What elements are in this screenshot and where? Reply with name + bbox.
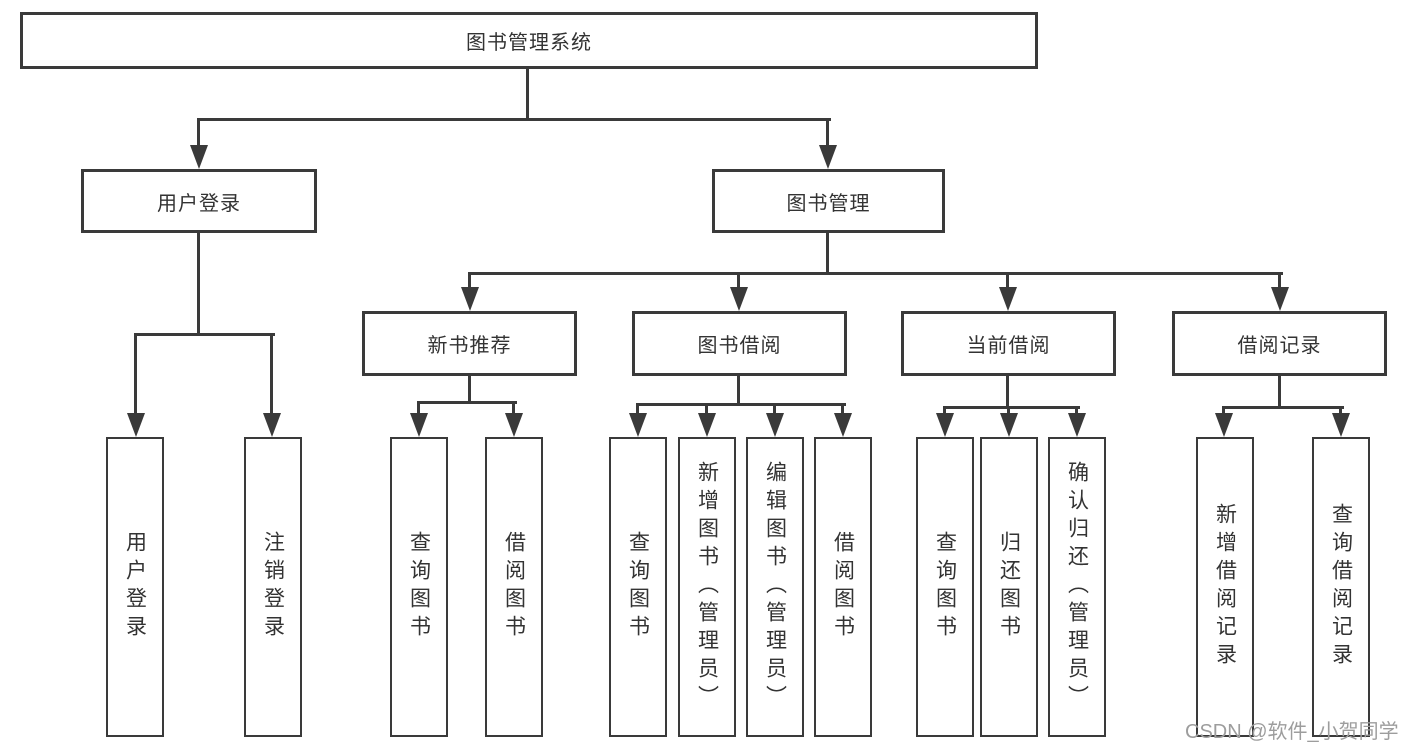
node-new-book-recommend: 新书推荐	[362, 311, 577, 376]
arrow-head	[263, 413, 281, 437]
node-library-system: 图书管理系统	[20, 12, 1038, 69]
node-borrow-records: 借阅记录	[1172, 311, 1387, 376]
leaf-borrow-book-2-label: 借阅图书	[831, 531, 855, 643]
connector-line	[197, 118, 831, 121]
connector-line	[1222, 406, 1225, 415]
leaf-return-book: 归还图书	[980, 437, 1038, 737]
leaf-query-book-3-label: 查询图书	[933, 531, 957, 643]
leaf-add-borrow-record: 新增借阅记录	[1196, 437, 1254, 737]
node-book-borrowing: 图书借阅	[632, 311, 847, 376]
arrow-head	[936, 413, 954, 437]
connector-line	[417, 401, 420, 415]
connector-line	[197, 118, 200, 147]
connector-line	[134, 333, 137, 415]
connector-line	[1075, 406, 1078, 415]
node-current-borrowing-label: 当前借阅	[966, 335, 1051, 357]
arrow-head	[1000, 413, 1018, 437]
node-current-borrowing: 当前借阅	[901, 311, 1116, 376]
leaf-logout: 注销登录	[244, 437, 302, 737]
arrow-head	[730, 287, 748, 311]
arrow-head	[461, 287, 479, 311]
connector-line	[417, 401, 517, 404]
connector-line	[197, 233, 200, 336]
connector-line	[270, 333, 273, 415]
connector-line	[636, 403, 639, 415]
leaf-query-book-3: 查询图书	[916, 437, 974, 737]
node-library-system-label: 图书管理系统	[466, 32, 592, 54]
node-user-login: 用户登录	[81, 169, 317, 233]
connector-line	[526, 69, 529, 120]
watermark: CSDN @软件_小贺同学	[1185, 721, 1399, 743]
node-book-borrowing-label: 图书借阅	[697, 335, 782, 357]
leaf-add-book-admin: 新增图书（管理员）	[678, 437, 736, 737]
leaf-add-book-admin-label: 新增图书（管理员）	[695, 461, 719, 713]
connector-line	[1278, 376, 1281, 409]
connector-line	[134, 333, 275, 336]
connector-line	[1278, 272, 1281, 291]
arrow-head	[629, 413, 647, 437]
node-new-book-recommend-label: 新书推荐	[427, 335, 512, 357]
leaf-query-book-2-label: 查询图书	[626, 531, 650, 643]
connector-line	[826, 118, 829, 147]
arrow-head	[1271, 287, 1289, 311]
connector-line	[705, 403, 708, 415]
leaf-query-book-2: 查询图书	[609, 437, 667, 737]
leaf-edit-book-admin-label: 编辑图书（管理员）	[763, 461, 787, 713]
arrow-head	[698, 413, 716, 437]
leaf-user-login-label: 用户登录	[123, 531, 147, 643]
connector-line	[468, 272, 1283, 275]
arrow-head	[834, 413, 852, 437]
arrow-head	[1215, 413, 1233, 437]
leaf-query-book-1: 查询图书	[390, 437, 448, 737]
leaf-borrow-book-2: 借阅图书	[814, 437, 872, 737]
connector-line	[737, 272, 740, 291]
leaf-logout-label: 注销登录	[261, 531, 285, 643]
connector-line	[636, 403, 846, 406]
arrow-head	[766, 413, 784, 437]
connector-line	[1006, 376, 1009, 409]
connector-line	[943, 406, 946, 415]
node-book-management: 图书管理	[712, 169, 945, 233]
connector-line	[468, 376, 471, 404]
leaf-confirm-return-admin-label: 确认归还（管理员）	[1065, 461, 1089, 713]
connector-line	[773, 403, 776, 415]
node-book-management-label: 图书管理	[786, 192, 871, 215]
connector-line	[943, 406, 1080, 409]
leaf-user-login: 用户登录	[106, 437, 164, 737]
leaf-borrow-book-1: 借阅图书	[485, 437, 543, 737]
connector-line	[841, 403, 844, 415]
arrow-head	[1068, 413, 1086, 437]
connector-line	[826, 233, 829, 275]
arrow-head	[190, 145, 208, 169]
connector-line	[1222, 406, 1344, 409]
leaf-query-borrow-record-label: 查询借阅记录	[1329, 503, 1353, 671]
connector-line	[1339, 406, 1342, 415]
leaf-borrow-book-1-label: 借阅图书	[502, 531, 526, 643]
leaf-query-book-1-label: 查询图书	[407, 531, 431, 643]
connector-line	[737, 376, 740, 406]
leaf-edit-book-admin: 编辑图书（管理员）	[746, 437, 804, 737]
arrow-head	[1332, 413, 1350, 437]
arrow-head	[505, 413, 523, 437]
connector-line	[1006, 272, 1009, 291]
node-user-login-label: 用户登录	[157, 192, 241, 215]
arrow-head	[819, 145, 837, 169]
node-borrow-records-label: 借阅记录	[1237, 335, 1322, 357]
arrow-head	[127, 413, 145, 437]
leaf-query-borrow-record: 查询借阅记录	[1312, 437, 1370, 737]
connector-line	[1007, 406, 1010, 415]
arrow-head	[410, 413, 428, 437]
leaf-return-book-label: 归还图书	[997, 531, 1021, 643]
leaf-add-borrow-record-label: 新增借阅记录	[1213, 503, 1237, 671]
connector-line	[468, 272, 471, 291]
leaf-confirm-return-admin: 确认归还（管理员）	[1048, 437, 1106, 737]
arrow-head	[999, 287, 1017, 311]
connector-line	[512, 401, 515, 415]
